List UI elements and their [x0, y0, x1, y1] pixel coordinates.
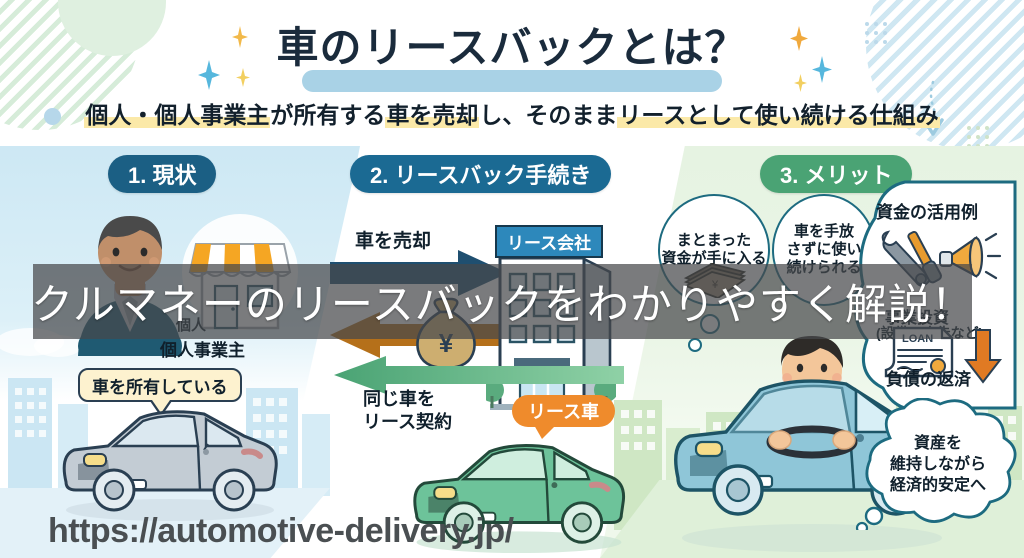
bubble-asset-stability: 資産を 維持しながら 経済的安定へ [862, 408, 1014, 520]
page-title: 車のリースバックとは？ [276, 24, 748, 71]
arrow-lease-contract-icon [334, 356, 624, 394]
label-lease-company: リース会社 [495, 225, 604, 258]
page-subtitle: 個人・個人事業主が所有する車を売却し、そのままリースとして使い続ける仕組み [0, 96, 1024, 130]
label-same-car-lease: 同じ車を リース契約 [363, 388, 452, 434]
header-area: 車のリースバックとは？ 個人・個人事業主が所有する車を売却し、そのままリースとし… [0, 0, 1024, 146]
car-grey-owned-icon [62, 410, 278, 521]
subtitle-part-1: 個人・個人事業主 [84, 102, 271, 128]
label-sell-car: 車を売却 [355, 231, 432, 252]
badge-step-3: 3. メリット [760, 155, 913, 193]
bubble-asset-stability-shape [855, 398, 1017, 530]
tree-icon [486, 378, 504, 408]
bubble-owns-car: 車を所有している [78, 368, 242, 417]
label-fund-usage-heading: 資金の活用例 [876, 203, 978, 222]
overlay-headline: クルマネーのリースバックをわかりやすく解説！ [31, 283, 974, 329]
label-same-car-lease-line2: リース契約 [363, 412, 453, 432]
dot-grid-blue-icon [865, 22, 892, 49]
badge-step-2: 2. リースバック手続き [350, 155, 612, 193]
title-block: 車のリースバックとは？ [0, 18, 1024, 92]
diagram-board: 1. 現状 2. リースバック手続き 3. メリット [0, 146, 1024, 558]
title-underline-bar [302, 70, 722, 92]
subtitle-part-4: し、そのまま [479, 102, 618, 128]
bubble-lump-sum-line1: まとまった [676, 232, 752, 249]
label-same-car-lease-line1: 同じ車を [363, 389, 435, 409]
dot-blue-decoration-icon [44, 108, 61, 125]
subtitle-part-2: が所有する [270, 102, 386, 128]
bubble-asset-line1: 資産を [913, 434, 962, 452]
city-skyline-blue-icon [0, 328, 330, 496]
site-url: https://automotive-delivery.jp/ [48, 512, 514, 550]
subtitle-part-3: 車を売却 [385, 102, 480, 128]
tag-lease-car: リース車 [512, 395, 616, 439]
label-business-owner: 個人事業主 [160, 341, 245, 360]
bubble-asset-line3: 経済的安定へ [889, 476, 986, 494]
bubble-lump-sum-line2: 資金が手に入る [661, 250, 767, 267]
car-green-lease-icon [413, 444, 626, 554]
dot-grid-green-icon [967, 126, 994, 146]
bubble-asset-line2: 維持しながら [889, 455, 986, 473]
subtitle-part-5: リースとして使い続ける仕組み [617, 102, 940, 128]
bubble-keep-car-line2: さずに使い [786, 241, 862, 258]
thought-tail-dot [688, 338, 702, 352]
overlay-band [33, 264, 972, 339]
badge-step-1: 1. 現状 [108, 155, 217, 193]
bubble-keep-car-line1: 車を手放 [793, 223, 854, 240]
label-debt-repayment: 負債の返済 [886, 370, 971, 389]
